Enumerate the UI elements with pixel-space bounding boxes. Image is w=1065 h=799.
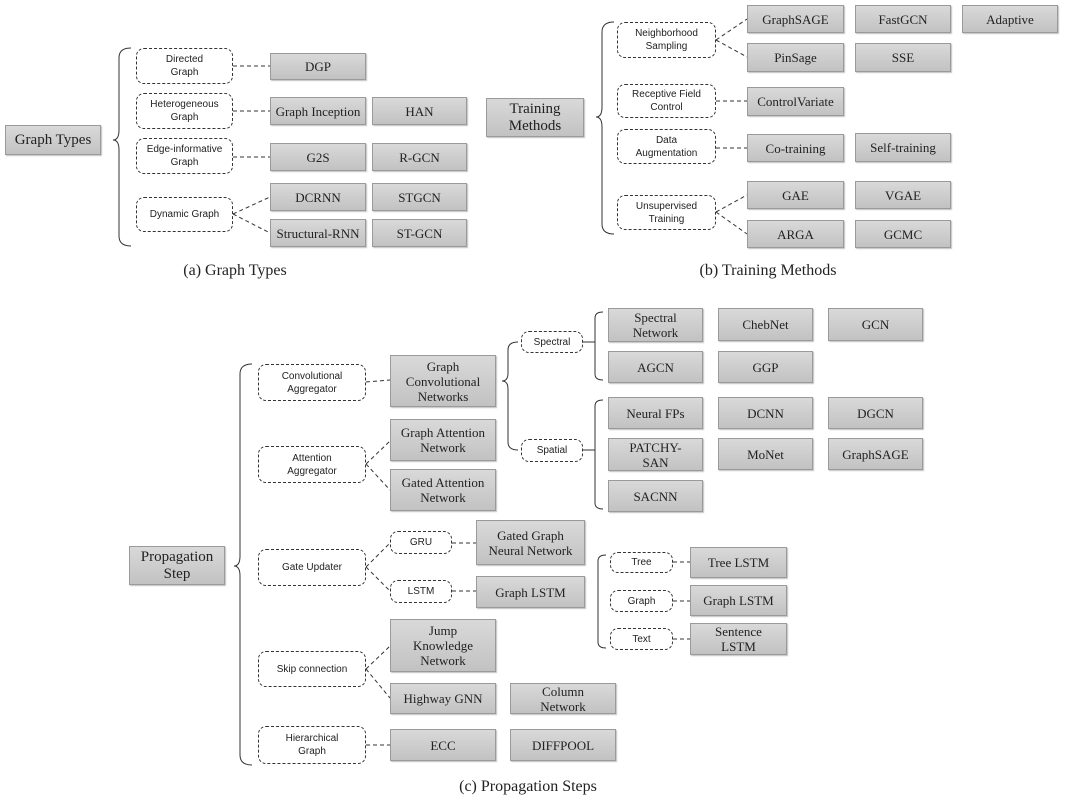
graph-inception-box: Graph Inception bbox=[270, 97, 366, 125]
graph-lstm-tree-box: Graph LSTM bbox=[690, 585, 787, 616]
connector-unsupervised-arga bbox=[715, 211, 748, 235]
column-network-box: Column Network bbox=[510, 683, 616, 714]
propagation-brace bbox=[233, 363, 253, 766]
dynamic-graph-node: Dynamic Graph bbox=[136, 197, 233, 232]
propagation-step-root: Propagation Step bbox=[129, 546, 225, 585]
connector-skip-jump bbox=[365, 645, 391, 670]
gate-updater-node: Gate Updater bbox=[258, 549, 366, 586]
graph-type-node: Graph bbox=[610, 590, 673, 612]
gcmc-box: GCMC bbox=[855, 220, 951, 248]
tree-graph-text-bracket bbox=[597, 554, 607, 649]
chebnet-box: ChebNet bbox=[718, 308, 813, 341]
co-training-box: Co-training bbox=[747, 134, 844, 162]
connector-attn-gat bbox=[365, 440, 391, 465]
skip-connection-node: Skip connection bbox=[258, 651, 366, 687]
dgcn-box: DGCN bbox=[828, 397, 923, 429]
st-gcn-box: ST-GCN bbox=[372, 219, 467, 247]
gcn-networks-box: Graph Convolutional Networks bbox=[390, 355, 496, 407]
convolutional-aggregator-node: Convolutional Aggregator bbox=[258, 364, 366, 401]
neighborhood-sampling-node: Neighborhood Sampling bbox=[617, 22, 716, 58]
tree-node: Tree bbox=[610, 552, 673, 573]
jump-knowledge-network-box: Jump Knowledge Network bbox=[390, 619, 496, 672]
agcn-box: AGCN bbox=[608, 351, 703, 383]
vgae-box: VGAE bbox=[855, 181, 951, 209]
connector-skip-highway bbox=[365, 668, 391, 699]
connector-attn-gated bbox=[365, 463, 391, 491]
data-augmentation-node: Data Augmentation bbox=[617, 129, 716, 164]
edge-informative-graph-node: Edge-informative Graph bbox=[136, 138, 233, 174]
sentence-lstm-box: Sentence LSTM bbox=[690, 623, 787, 655]
diffpool-box: DIFFPOOL bbox=[510, 729, 616, 761]
g2s-box: G2S bbox=[270, 143, 366, 171]
connector-conv-gcn bbox=[365, 379, 391, 383]
connector-neighborhood-graphsage bbox=[715, 18, 748, 41]
structural-rnn-box: Structural-RNN bbox=[270, 219, 366, 247]
graph-types-root: Graph Types bbox=[5, 125, 101, 155]
spectral-bracket bbox=[594, 311, 604, 381]
tree-lstm-box: Tree LSTM bbox=[690, 547, 787, 578]
gru-node: GRU bbox=[390, 531, 452, 554]
graph-types-brace bbox=[112, 47, 132, 247]
stgcn-box: STGCN bbox=[372, 183, 467, 211]
arga-box: ARGA bbox=[747, 220, 844, 248]
spatial-node: Spatial bbox=[521, 439, 583, 462]
controlvariate-box: ControlVariate bbox=[747, 87, 844, 116]
text-node: Text bbox=[610, 628, 673, 650]
graphsage-tm-box: GraphSAGE bbox=[747, 5, 844, 33]
pinsage-box: PinSage bbox=[747, 43, 844, 72]
dcnn-box: DCNN bbox=[718, 397, 813, 429]
ecc-box: ECC bbox=[390, 729, 496, 761]
han-box: HAN bbox=[372, 97, 467, 125]
sacnn-box: SACNN bbox=[608, 480, 703, 512]
self-training-box: Self-training bbox=[855, 133, 951, 162]
receptive-field-control-node: Receptive Field Control bbox=[617, 84, 716, 118]
neural-fps-box: Neural FPs bbox=[608, 397, 703, 429]
caption-a: (a) Graph Types bbox=[183, 262, 287, 279]
spectral-node: Spectral bbox=[521, 331, 583, 353]
heterogeneous-graph-node: Heterogeneous Graph bbox=[136, 93, 233, 129]
connector-unsupervised-gae bbox=[715, 194, 748, 213]
graphsage-prop-box: GraphSAGE bbox=[828, 438, 923, 470]
dgp-box: DGP bbox=[270, 53, 366, 80]
connector-gate-gru bbox=[365, 542, 391, 568]
directed-graph-node: Directed Graph bbox=[136, 48, 233, 84]
unsupervised-training-node: Unsupervised Training bbox=[617, 195, 716, 230]
monet-box: MoNet bbox=[718, 438, 813, 470]
gated-attention-network-box: Gated Attention Network bbox=[390, 469, 496, 511]
adaptive-box: Adaptive bbox=[962, 5, 1058, 33]
spatial-bracket bbox=[594, 399, 604, 510]
sse-box: SSE bbox=[855, 43, 951, 72]
training-methods-brace bbox=[595, 21, 615, 235]
connector-dynamic-structural bbox=[232, 213, 271, 234]
spectral-network-box: Spectral Network bbox=[608, 308, 703, 342]
patchy-san-box: PATCHY- SAN bbox=[608, 438, 703, 471]
caption-c: (c) Propagation Steps bbox=[459, 778, 597, 795]
graph-lstm-box: Graph LSTM bbox=[476, 576, 585, 608]
fastgcn-box: FastGCN bbox=[855, 5, 951, 33]
connector-dynamic-dcrnn bbox=[232, 196, 271, 215]
gcn-box: GCN bbox=[828, 308, 923, 341]
ggp-box: GGP bbox=[718, 351, 813, 383]
spectral-spatial-brace bbox=[501, 341, 519, 451]
training-methods-root: Training Methods bbox=[486, 98, 584, 137]
gae-box: GAE bbox=[747, 181, 844, 209]
rgcn-box: R-GCN bbox=[372, 143, 467, 171]
connector-gate-lstm bbox=[365, 566, 391, 592]
caption-b: (b) Training Methods bbox=[699, 262, 837, 279]
attention-aggregator-node: Attention Aggregator bbox=[258, 446, 366, 483]
gated-graph-nn-box: Gated Graph Neural Network bbox=[476, 520, 585, 565]
highway-gnn-box: Highway GNN bbox=[390, 683, 496, 714]
hierarchical-graph-node: Hierarchical Graph bbox=[258, 726, 366, 764]
lstm-node: LSTM bbox=[390, 580, 452, 603]
dcrnn-box: DCRNN bbox=[270, 183, 366, 211]
graph-attention-network-box: Graph Attention Network bbox=[390, 419, 496, 461]
connector-neighborhood-pinsage bbox=[715, 39, 748, 58]
